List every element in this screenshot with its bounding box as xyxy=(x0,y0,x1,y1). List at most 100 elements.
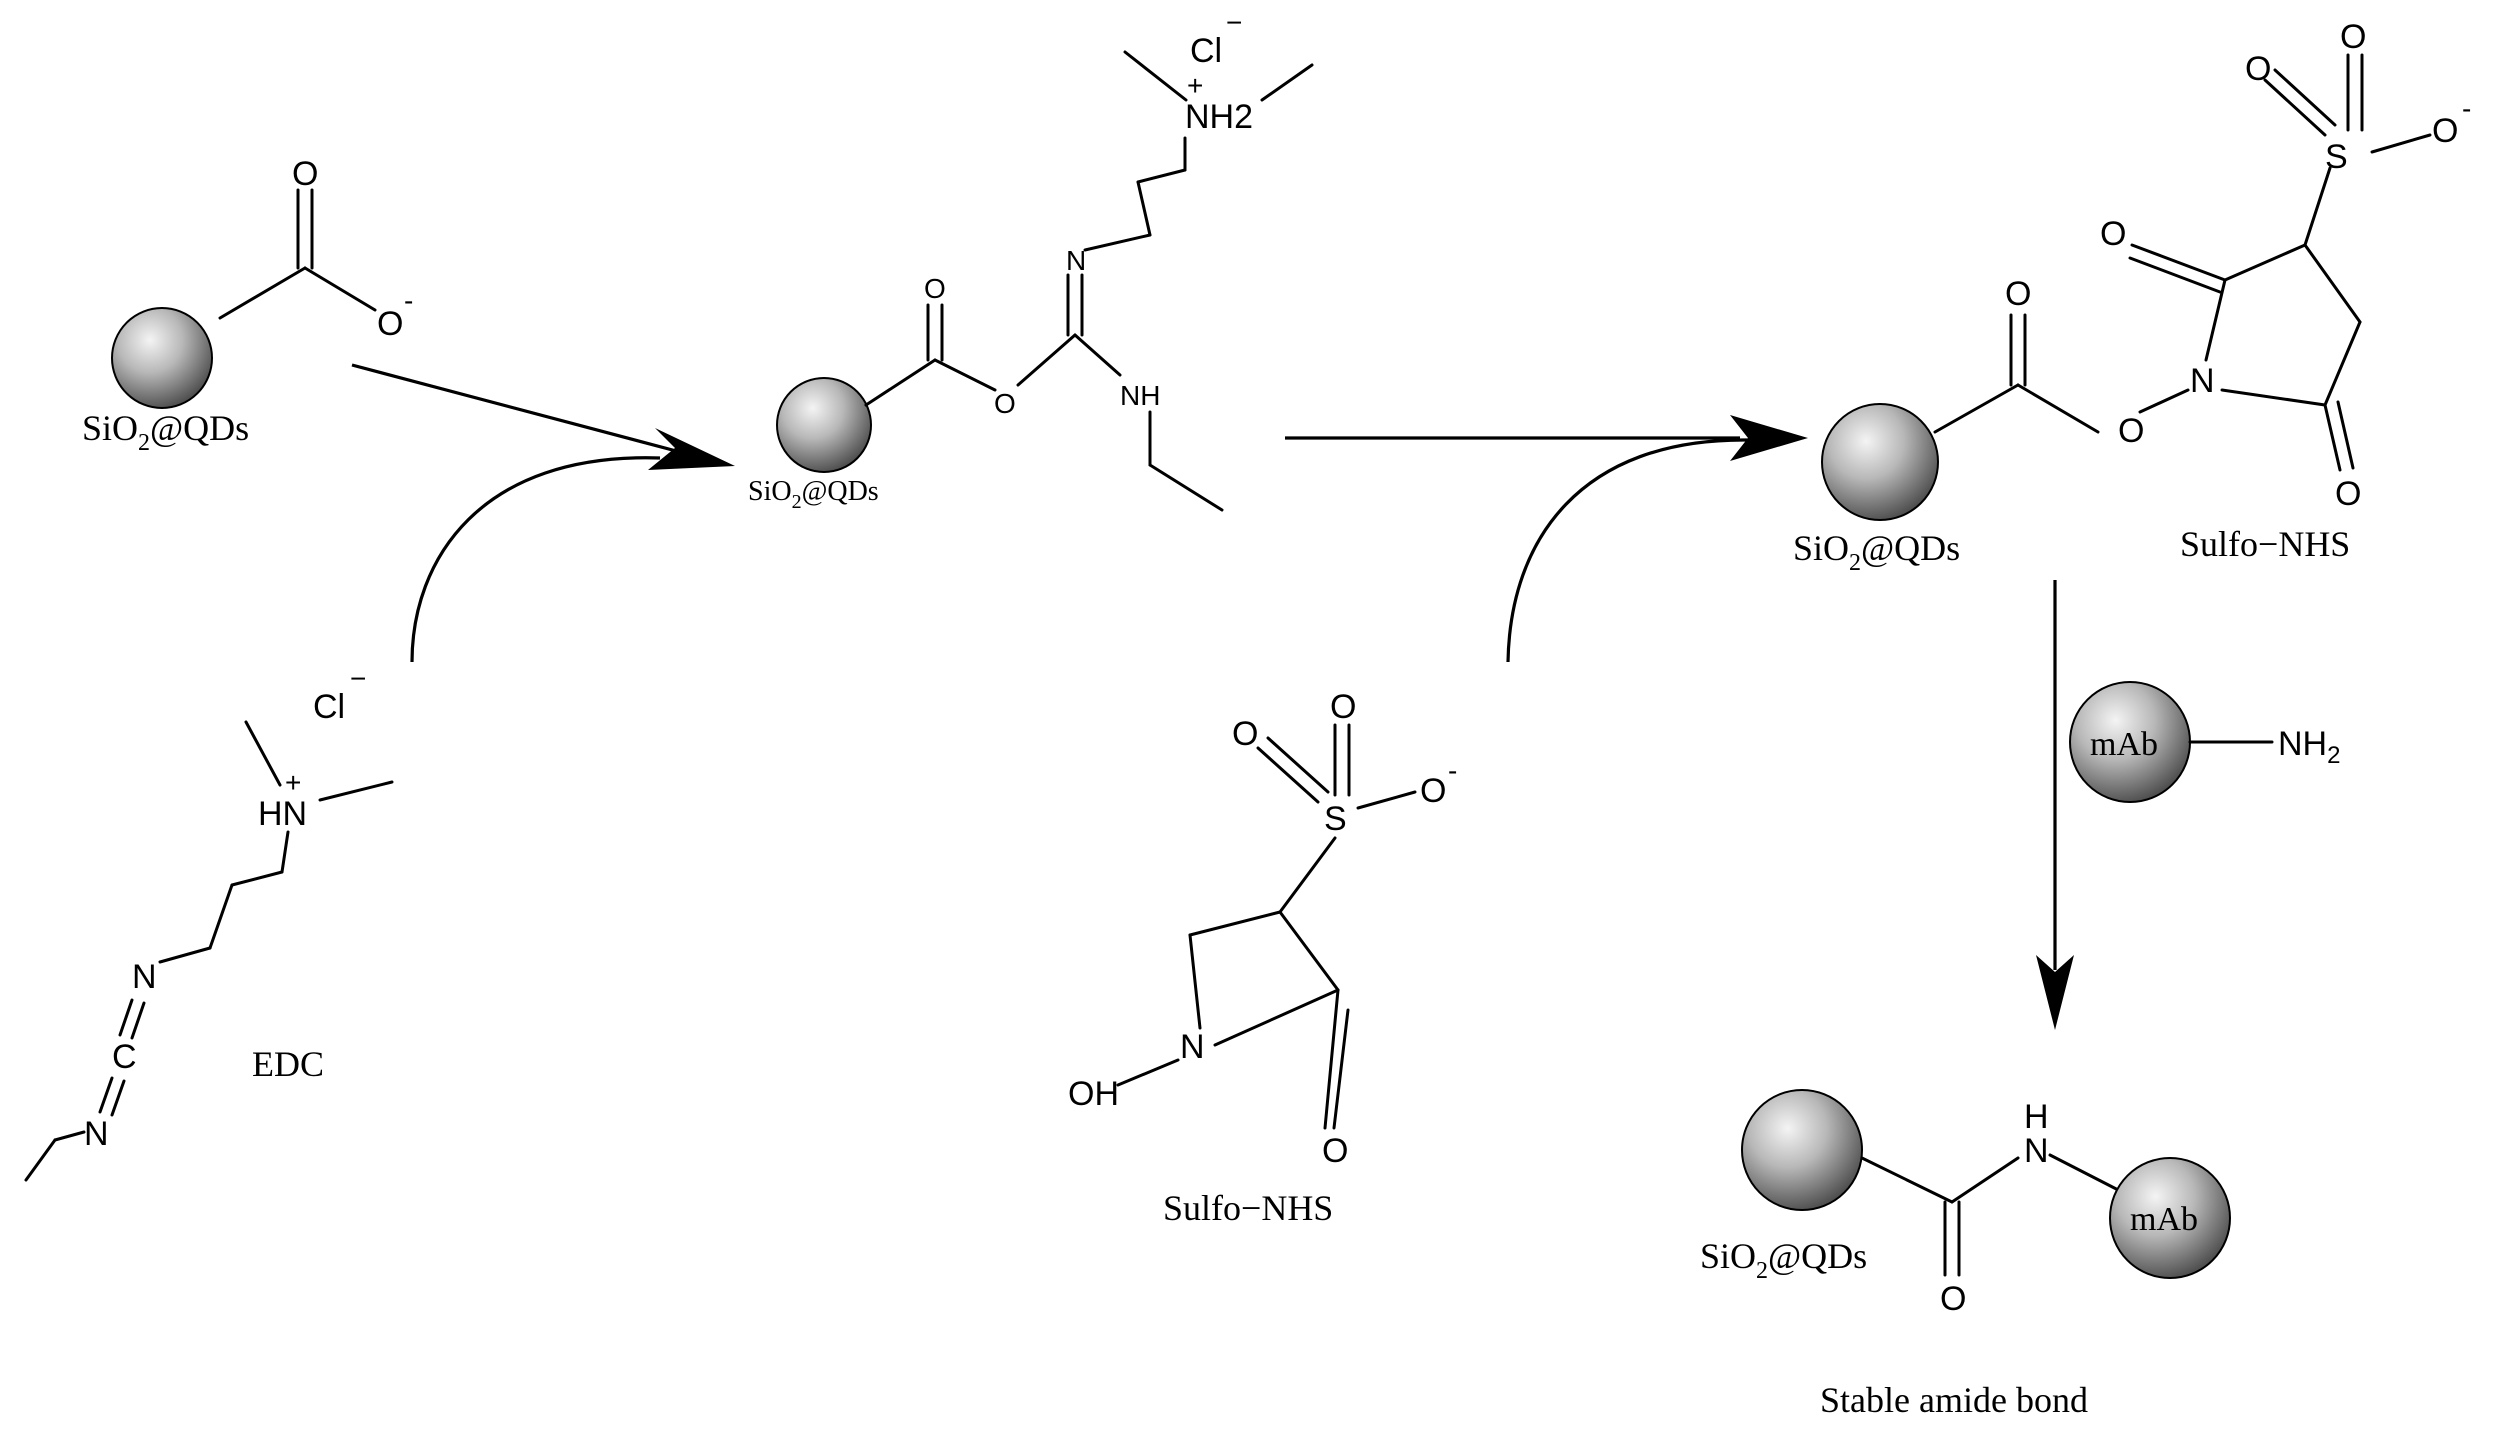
atom-nh: NH xyxy=(1120,380,1160,411)
atom-o: O xyxy=(2245,50,2271,88)
reaction-arrow-3 xyxy=(2036,580,2074,1030)
bond xyxy=(1213,988,1340,1047)
charge-minus: - xyxy=(404,285,413,316)
bond xyxy=(1016,333,1077,387)
curved-arrow-sulfo-nhs xyxy=(1506,438,1749,663)
bond xyxy=(53,1130,86,1142)
arrow-head xyxy=(1730,415,1808,461)
bond xyxy=(1073,333,1122,377)
bond xyxy=(2223,243,2307,282)
bond xyxy=(1256,746,1320,804)
bond xyxy=(24,1138,57,1182)
bond xyxy=(2016,383,2100,434)
bond xyxy=(303,266,377,312)
nanoparticle-sphere xyxy=(1741,1089,1863,1211)
amine-label: NH2 xyxy=(2278,725,2340,769)
arrow-head xyxy=(2036,955,2074,1030)
curved-arrow-edc xyxy=(410,456,661,663)
charge-minus: - xyxy=(2462,93,2471,124)
antibody-label: mAb xyxy=(2130,1201,2198,1238)
bond xyxy=(1860,1156,1954,1204)
edc-molecule: Cl − HN + N C N EDC xyxy=(24,663,394,1182)
atom-oh: OH xyxy=(1068,1075,1119,1113)
charge-minus: − xyxy=(1226,7,1242,38)
atom-o: O xyxy=(1940,1280,1966,1318)
atom-n: N xyxy=(132,958,157,996)
nanoparticle-sphere xyxy=(1821,403,1939,521)
atom-cl: Cl xyxy=(313,688,345,726)
edc-label: EDC xyxy=(252,1044,324,1084)
sulfo-nhs-ester-intermediate: SiO2@QDs O O N O O S O O O - Sulfo−NHS xyxy=(1793,18,2471,576)
sulfo-nhs-molecule: O O S O - N O OH Sulfo−NHS xyxy=(1068,688,1457,1228)
bond xyxy=(1950,1156,2020,1204)
atom-o: O xyxy=(1420,772,1446,810)
bond xyxy=(2323,320,2362,407)
atom-s: S xyxy=(1324,800,1347,838)
atom-n: N xyxy=(2024,1132,2049,1170)
charge-plus: + xyxy=(1187,70,1203,101)
nanoparticle-label: SiO2@QDs xyxy=(82,408,249,456)
atom-o: O xyxy=(1232,715,1258,753)
o-acylisourea-intermediate: SiO2@QDs O O N NH NH2 + Cl − xyxy=(748,7,1314,513)
atom-o: O xyxy=(292,155,318,193)
bond xyxy=(2220,388,2327,407)
charge-minus: - xyxy=(1448,755,1457,786)
bond xyxy=(1188,910,1282,937)
bond xyxy=(2303,166,2332,247)
bond xyxy=(1356,790,1417,810)
bond xyxy=(1136,168,1187,184)
bond xyxy=(230,870,284,887)
charge-minus: − xyxy=(350,663,366,694)
bond xyxy=(110,1079,126,1117)
bond xyxy=(1323,988,1340,1130)
nanoparticle-sphere xyxy=(111,307,213,409)
atom-o: O xyxy=(994,388,1016,419)
atom-h: H xyxy=(2024,1098,2049,1136)
bond xyxy=(1278,836,1337,914)
atom-o: O xyxy=(2335,475,2361,513)
bond xyxy=(218,266,307,320)
bond xyxy=(1136,180,1152,237)
atom-o: O xyxy=(924,273,946,304)
atom-s: S xyxy=(2325,138,2348,176)
bond xyxy=(2263,78,2327,137)
atom-o: O xyxy=(377,305,403,343)
atom-nh2: NH2 xyxy=(1185,98,1253,136)
bond xyxy=(1123,50,1188,102)
bond xyxy=(1083,233,1152,252)
bond xyxy=(2138,388,2190,414)
atom-n: N xyxy=(1180,1028,1205,1066)
reaction-arrow-1 xyxy=(351,363,735,470)
antibody-reagent: mAb NH2 xyxy=(2069,681,2340,803)
atom-o: O xyxy=(2432,112,2458,150)
atom-c: C xyxy=(112,1038,137,1076)
atom-n: N xyxy=(2190,362,2215,400)
bond xyxy=(1260,63,1314,102)
atom-o: O xyxy=(1330,688,1356,726)
bond xyxy=(280,830,290,874)
antibody-sphere xyxy=(2109,1157,2231,1279)
charge-plus: + xyxy=(285,767,301,798)
bond xyxy=(318,780,394,802)
bond xyxy=(1116,1058,1180,1087)
sulfo-nhs-label: Sulfo−NHS xyxy=(2180,524,2350,564)
bond xyxy=(1148,463,1224,512)
bond xyxy=(2048,1153,2130,1197)
bond xyxy=(2273,68,2337,127)
bond xyxy=(864,358,937,407)
atom-cl: Cl xyxy=(1190,32,1222,70)
bond xyxy=(2128,256,2222,294)
atom-n: N xyxy=(1066,245,1086,276)
bond xyxy=(158,946,212,964)
atom-o: O xyxy=(2118,412,2144,450)
bond xyxy=(2336,400,2355,470)
atom-n: N xyxy=(84,1115,109,1153)
bond xyxy=(1278,910,1340,992)
bond xyxy=(2303,243,2362,324)
reaction-arrow-2 xyxy=(1285,415,1808,461)
stable-amide-bond-caption: Stable amide bond xyxy=(1820,1380,2088,1420)
bond xyxy=(1266,736,1330,794)
bond xyxy=(244,720,282,787)
bond xyxy=(2323,403,2342,472)
